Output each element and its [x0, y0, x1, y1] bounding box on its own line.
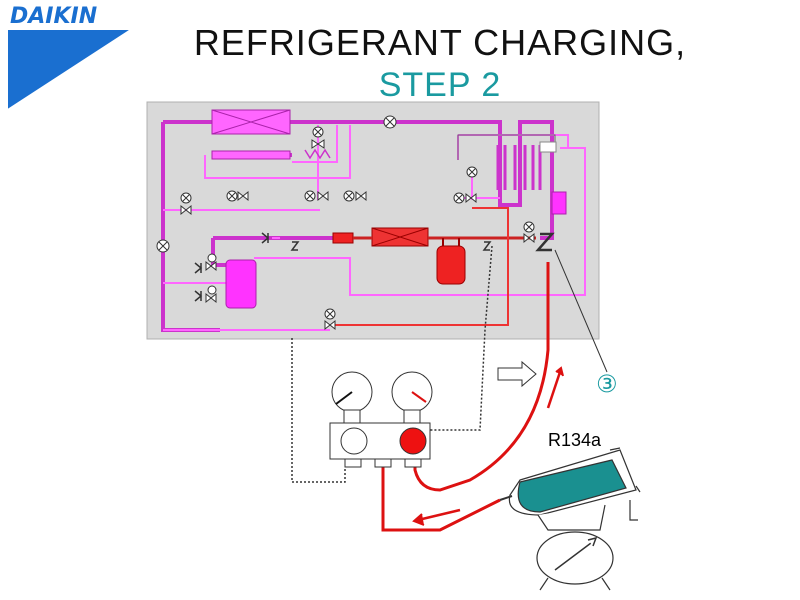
slide-subtitle: STEP 2	[378, 66, 502, 104]
manifold-gauge-set	[329, 371, 433, 468]
valve-crosses	[158, 117, 533, 318]
flow-arrow-up	[546, 371, 562, 409]
charging-hose-low	[381, 462, 501, 532]
system-panel	[146, 101, 600, 340]
slide-title: REFRIGERANT CHARGING,	[193, 22, 687, 63]
hot-line-right	[335, 207, 509, 326]
receiver-tank	[225, 259, 257, 309]
daikin-logo-text: DAIKIN	[10, 4, 98, 29]
charging-hose-high	[413, 262, 550, 492]
accumulator	[551, 191, 567, 215]
filter-drier	[332, 232, 354, 244]
refrigerant-cylinder	[499, 447, 641, 516]
compressor-cross	[371, 227, 429, 247]
receiver-red	[436, 245, 466, 285]
condenser-cross	[211, 109, 291, 135]
refrigerant-label: R134a	[548, 430, 602, 450]
scale-dial	[536, 531, 614, 585]
bowtie-valves	[180, 139, 535, 331]
weighing-scale	[536, 500, 638, 591]
daikin-logo-mark	[8, 30, 129, 109]
high-side-knob	[399, 427, 427, 455]
small-box-right	[539, 141, 557, 153]
low-pressure-dotted-hose	[291, 338, 346, 483]
flow-arrow-left	[417, 508, 461, 522]
coil-heat-exchanger	[496, 145, 542, 190]
subcooler	[211, 150, 291, 160]
check-valves	[194, 232, 555, 302]
callout-line	[554, 249, 608, 373]
direction-arrow-outline	[497, 360, 537, 388]
capillary-resistor	[304, 148, 331, 160]
step-marker-3: ③	[596, 370, 618, 398]
low-side-knob	[340, 427, 368, 455]
